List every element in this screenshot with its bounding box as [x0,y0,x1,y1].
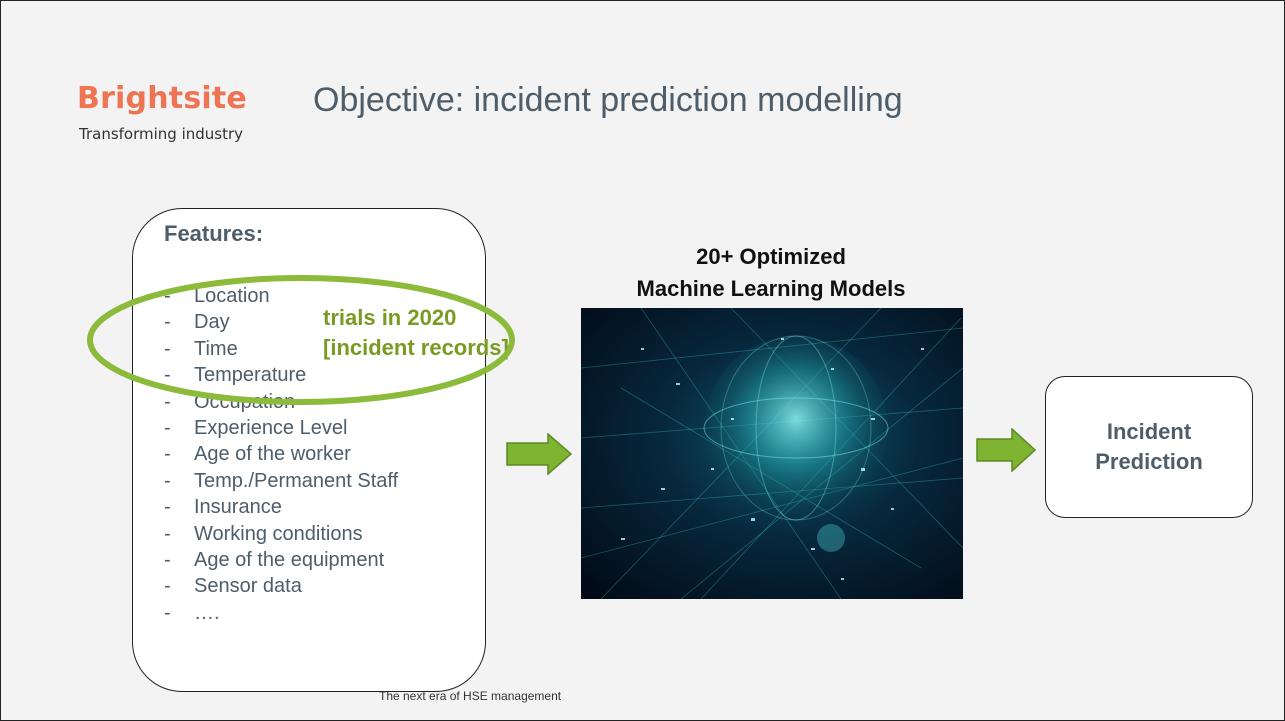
feature-item: -Age of the equipment [164,548,385,571]
slide-title: Objective: incident prediction modelling [313,81,903,119]
models-title-line-1: 20+ Optimized [696,244,846,269]
feature-item: -Insurance [164,496,282,519]
feature-item: -Working conditions [164,522,363,545]
models-title: 20+ Optimized Machine Learning Models [581,241,961,305]
right-arrow-icon [506,433,572,475]
prediction-line-1: Incident [1106,419,1192,444]
feature-item: -…. [164,601,220,624]
callout-line-1: trials in 2020 [323,305,457,330]
brand-tagline: Transforming industry [79,125,244,143]
features-heading: Features: [164,221,264,246]
feature-item: -Temperature [164,364,307,387]
network-globe-image [581,308,963,599]
callout-text: trials in 2020 [incident records] [323,303,509,363]
brand-logo: Brightsite [77,81,247,116]
feature-item: -Experience Level [164,416,348,439]
feature-item: -Occupation [164,390,296,413]
prediction-line-2: Prediction [1095,449,1203,474]
models-title-line-2: Machine Learning Models [636,276,906,301]
incident-prediction-box: Incident Prediction [1045,376,1253,518]
feature-item: -Temp./Permanent Staff [164,469,399,492]
callout-line-2: [incident records] [323,335,509,360]
footer-text: The next era of HSE management [379,689,562,703]
feature-item: -Age of the worker [164,443,351,466]
right-arrow-icon [976,428,1036,472]
feature-item: -Sensor data [164,575,302,598]
